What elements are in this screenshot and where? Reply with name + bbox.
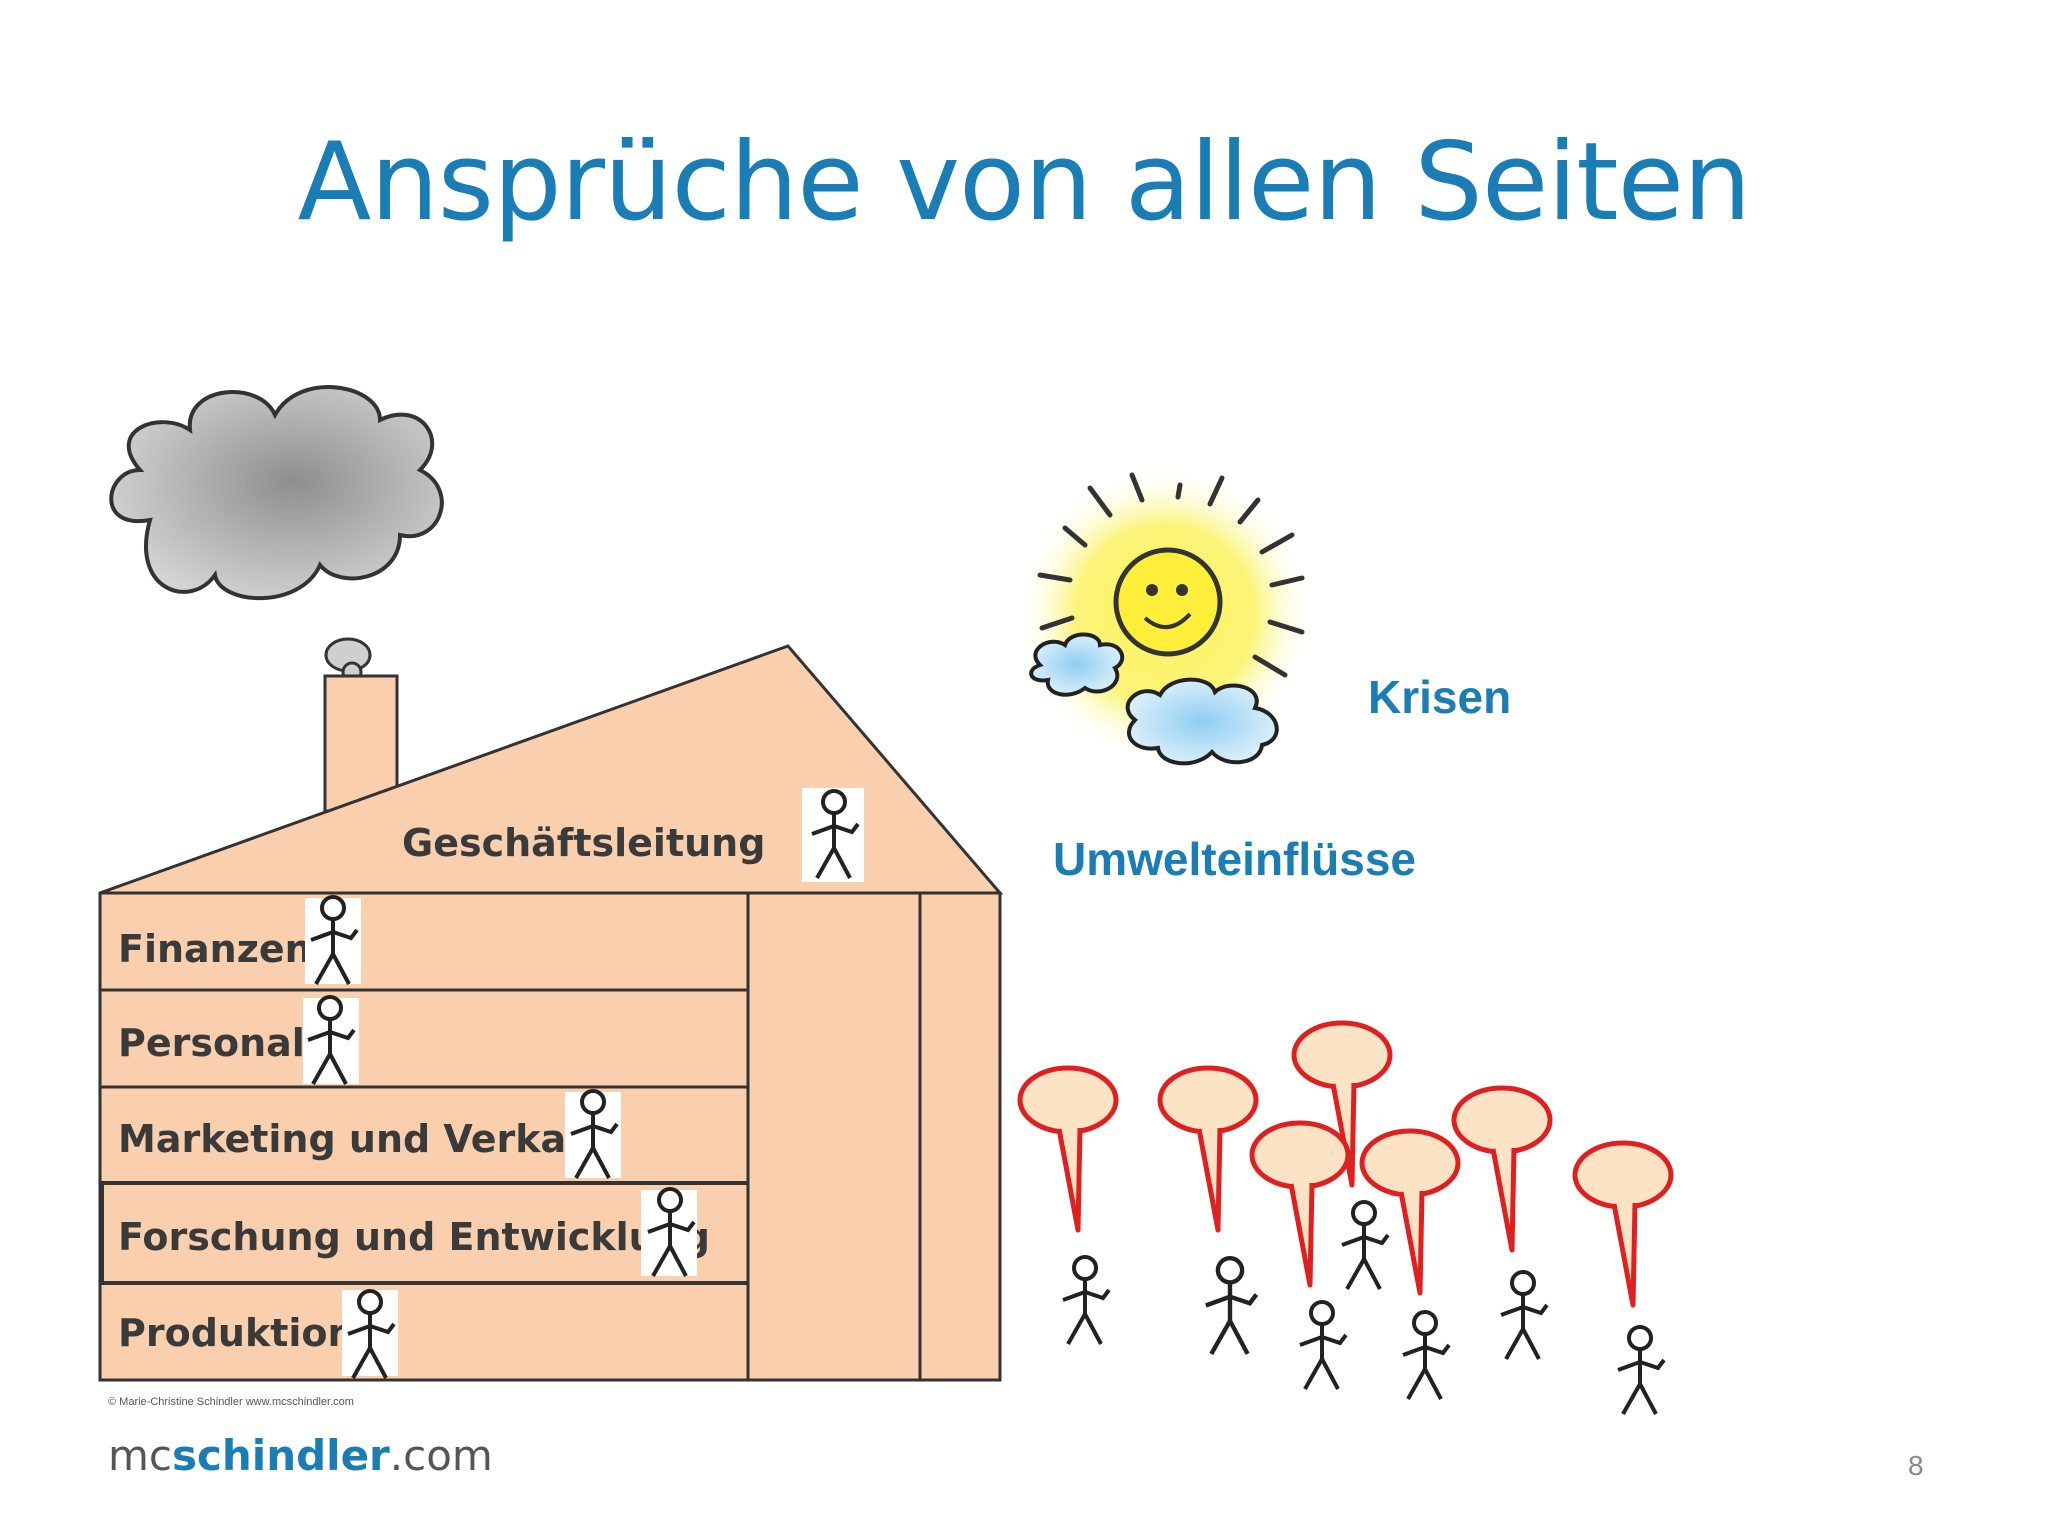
speech-bubble-icon [1575, 1143, 1671, 1305]
floor-forschung: Forschung und Entwicklung [118, 1215, 710, 1259]
brand-suffix: .com [390, 1431, 493, 1480]
stick-figure-icon [1206, 1258, 1257, 1354]
stick-figure-icon [1340, 1200, 1390, 1291]
copyright: © Marie-Christine Schindler www.mcschind… [108, 1396, 354, 1408]
brand-prefix: mc [108, 1431, 172, 1480]
slide-title: Ansprüche von allen Seiten [297, 120, 1751, 245]
chimney [323, 674, 399, 813]
stick-figure-icon [1298, 1300, 1348, 1391]
brand-name: schindler [172, 1431, 390, 1480]
floor-finanzen: Finanzen [118, 927, 312, 971]
sun-icon [1015, 465, 1315, 766]
stick-figure-icon [303, 995, 359, 1086]
speech-bubble-icon [1020, 1068, 1116, 1230]
stick-figure-icon [1401, 1310, 1451, 1401]
stick-figure-icon [1499, 1270, 1549, 1361]
floor-produktion: Produktion [118, 1311, 355, 1355]
stick-figure-icon [1616, 1325, 1666, 1416]
label-krisen: Krisen [1368, 671, 1511, 723]
roof-label-geschaeftsleitung: Geschäftsleitung [402, 821, 765, 865]
stick-figure-icon [342, 1289, 398, 1380]
stick-figure-icon [1061, 1255, 1111, 1346]
speech-bubble-icon [1454, 1088, 1550, 1250]
brand-logo: mcschindler.com [108, 1431, 493, 1480]
stick-figure-icon [802, 788, 864, 882]
label-umwelteinfluesse: Umwelteinflüsse [1053, 833, 1416, 885]
house: Geschäftsleitung Finanzen Personal Marke… [98, 644, 1004, 1382]
stick-figure-icon [641, 1187, 697, 1278]
speech-bubble-icon [1252, 1123, 1348, 1285]
speech-bubble-icon [1160, 1068, 1256, 1230]
stick-figure-icon [305, 895, 361, 986]
floor-personal: Personal [118, 1021, 305, 1065]
floor-marketing: Marketing und Verkauf [118, 1117, 610, 1161]
thought-cloud-icon [109, 385, 444, 683]
page-number: 8 [1908, 1450, 1924, 1481]
stick-figure-icon [565, 1089, 621, 1180]
